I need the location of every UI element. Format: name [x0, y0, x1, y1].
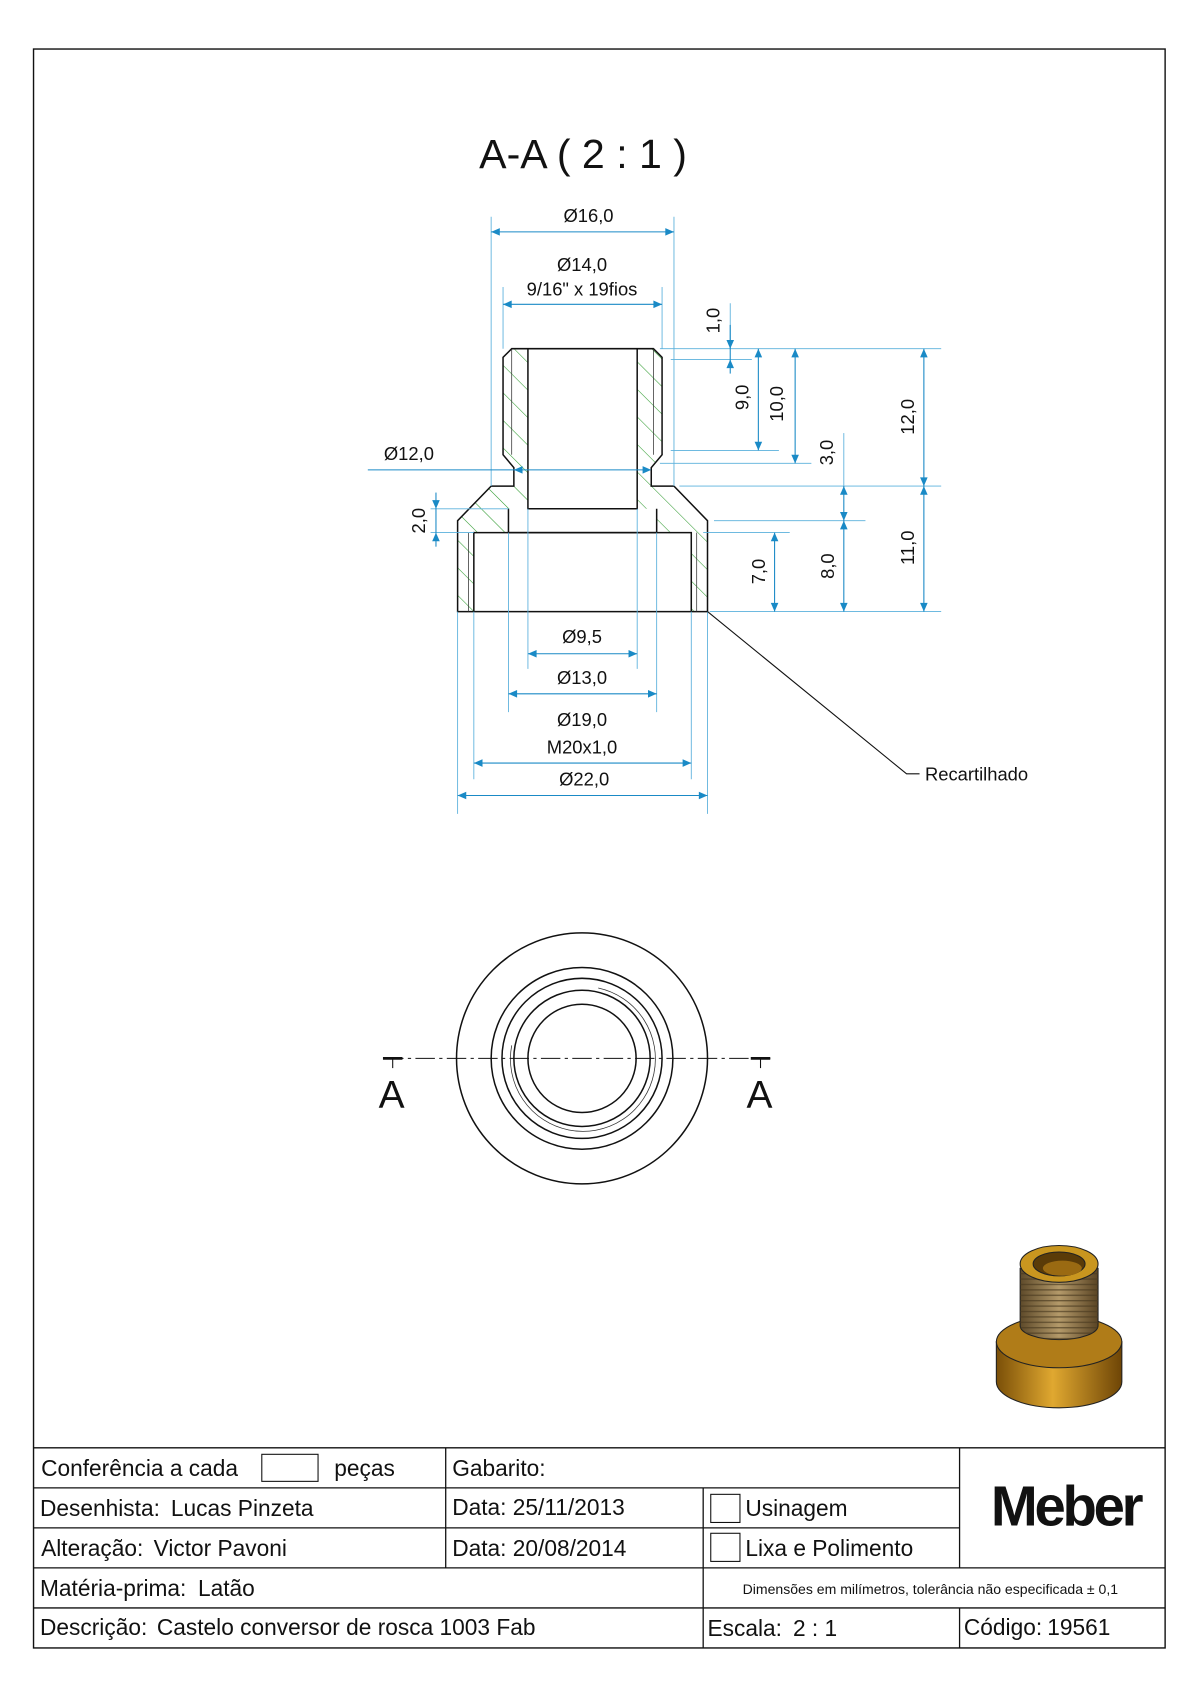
drawing-border: [32, 48, 1166, 1649]
materia-value: Latão: [198, 1575, 255, 1601]
data1-value: 25/11/2013: [513, 1494, 625, 1520]
dim-h12: 12,0: [897, 399, 918, 435]
dimension-arrowhead: [754, 348, 763, 358]
dimension-arrowhead: [920, 486, 928, 495]
dimension-arrowhead: [698, 791, 708, 800]
conferencia-input[interactable]: [261, 1453, 319, 1482]
dimension-labels: Ø16,0 Ø14,0 9/16" x 19fios Ø12,0 Ø9,5 Ø1…: [384, 205, 918, 790]
dimension-arrowhead: [682, 759, 692, 767]
dim-h8: 8,0: [817, 553, 838, 579]
dimension-arrowhead: [457, 791, 467, 800]
dimension-arrowhead: [726, 359, 735, 369]
dimension-arrowhead: [754, 441, 763, 451]
dim-d12: Ø12,0: [384, 443, 434, 464]
dimension-arrowhead: [513, 466, 523, 474]
usinagem-label: Usinagem: [745, 1495, 847, 1521]
section-marker-left: A: [379, 1074, 405, 1117]
dimension-arrowhead: [527, 649, 537, 658]
dimension-arrowhead: [642, 466, 652, 474]
knurl-annotation: Recartilhado: [925, 763, 1028, 784]
dim-h2: 2,0: [408, 508, 429, 534]
dimension-arrowhead: [491, 228, 500, 236]
title-block: Conferência a cada peças Gabarito: Desen…: [33, 1447, 1166, 1648]
codigo-label: Código:: [964, 1614, 1042, 1640]
section-marker-right: A: [746, 1074, 772, 1117]
dimension-arrowhead: [432, 500, 440, 509]
top-view: A A: [379, 932, 772, 1185]
dim-thread-top: 9/16" x 19fios: [527, 279, 638, 300]
descricao-value: Castelo conversor de rosca 1003 Fab: [157, 1614, 536, 1640]
part-outline: [456, 347, 709, 613]
dim-h7: 7,0: [748, 559, 769, 585]
materia-label: Matéria-prima:: [40, 1575, 186, 1601]
dimension-arrowhead: [665, 228, 674, 236]
alteracao-value: Victor Pavoni: [154, 1535, 287, 1561]
codigo-value: 19561: [1047, 1614, 1110, 1640]
part-3d-render: [995, 1244, 1123, 1409]
section-hatch-right: [637, 348, 708, 612]
gabarito-label: Gabarito:: [452, 1455, 545, 1481]
data1-label: Data:: [452, 1494, 506, 1520]
pecas-label: peças: [334, 1455, 395, 1481]
dimension-arrowhead: [432, 532, 440, 542]
dim-d19: Ø19,0: [557, 709, 607, 730]
dimension-arrowhead: [508, 690, 518, 698]
dim-d9-5: Ø9,5: [562, 626, 602, 647]
descricao-label: Descrição:: [40, 1614, 147, 1640]
lixa-checkbox[interactable]: [710, 1532, 741, 1562]
dim-thread-bottom: M20x1,0: [547, 736, 617, 757]
dim-h1: 1,0: [702, 308, 723, 334]
company-logo: Meber: [991, 1475, 1144, 1538]
escala-label: Escala:: [708, 1615, 782, 1641]
dimensions-note: Dimensões em milímetros, tolerância não …: [743, 1581, 1119, 1597]
dimension-arrowhead: [770, 532, 779, 542]
knurl-leader-line: [707, 611, 920, 775]
dimension-arrowhead: [840, 602, 848, 612]
dim-d22: Ø22,0: [559, 769, 609, 790]
alteracao-label: Alteração:: [41, 1535, 143, 1561]
dimension-arrowhead: [791, 348, 799, 358]
conferencia-label: Conferência a cada: [41, 1455, 238, 1481]
dim-h10: 10,0: [766, 386, 787, 422]
dimension-arrows: [432, 228, 928, 800]
dimension-arrowhead: [648, 690, 657, 698]
dimension-arrowhead: [920, 602, 928, 612]
escala-value: 2 : 1: [793, 1615, 837, 1641]
dim-d13: Ø13,0: [557, 667, 607, 688]
desenhista-value: Lucas Pinzeta: [171, 1495, 314, 1521]
dimension-arrowhead: [628, 649, 638, 658]
dimension-arrowhead: [473, 759, 483, 767]
desenhista-label: Desenhista:: [40, 1495, 160, 1521]
dim-h9: 9,0: [732, 385, 753, 411]
dimension-arrowhead: [503, 300, 512, 309]
data2-value: 20/08/2014: [513, 1535, 627, 1561]
dimension-arrowhead: [840, 512, 848, 521]
dim-h3: 3,0: [816, 440, 837, 466]
dimension-arrowhead: [840, 520, 848, 530]
dimension-arrowhead: [920, 477, 928, 487]
dimension-arrowhead: [791, 454, 799, 464]
dimension-arrowhead: [840, 486, 848, 495]
dim-d14: Ø14,0: [557, 254, 607, 275]
section-hatch-left: [457, 348, 528, 612]
dimension-arrowhead: [770, 602, 779, 612]
section-title: A-A ( 2 : 1 ): [479, 131, 687, 177]
lixa-label: Lixa e Polimento: [745, 1535, 913, 1561]
dim-d16: Ø16,0: [563, 205, 613, 226]
usinagem-checkbox[interactable]: [710, 1493, 741, 1524]
dimension-arrowhead: [726, 340, 735, 349]
data2-label: Data:: [452, 1535, 506, 1561]
section-view: [456, 347, 709, 613]
dimension-arrowhead: [653, 300, 663, 309]
dimension-arrowhead: [920, 348, 928, 358]
dim-h11: 11,0: [897, 531, 918, 565]
